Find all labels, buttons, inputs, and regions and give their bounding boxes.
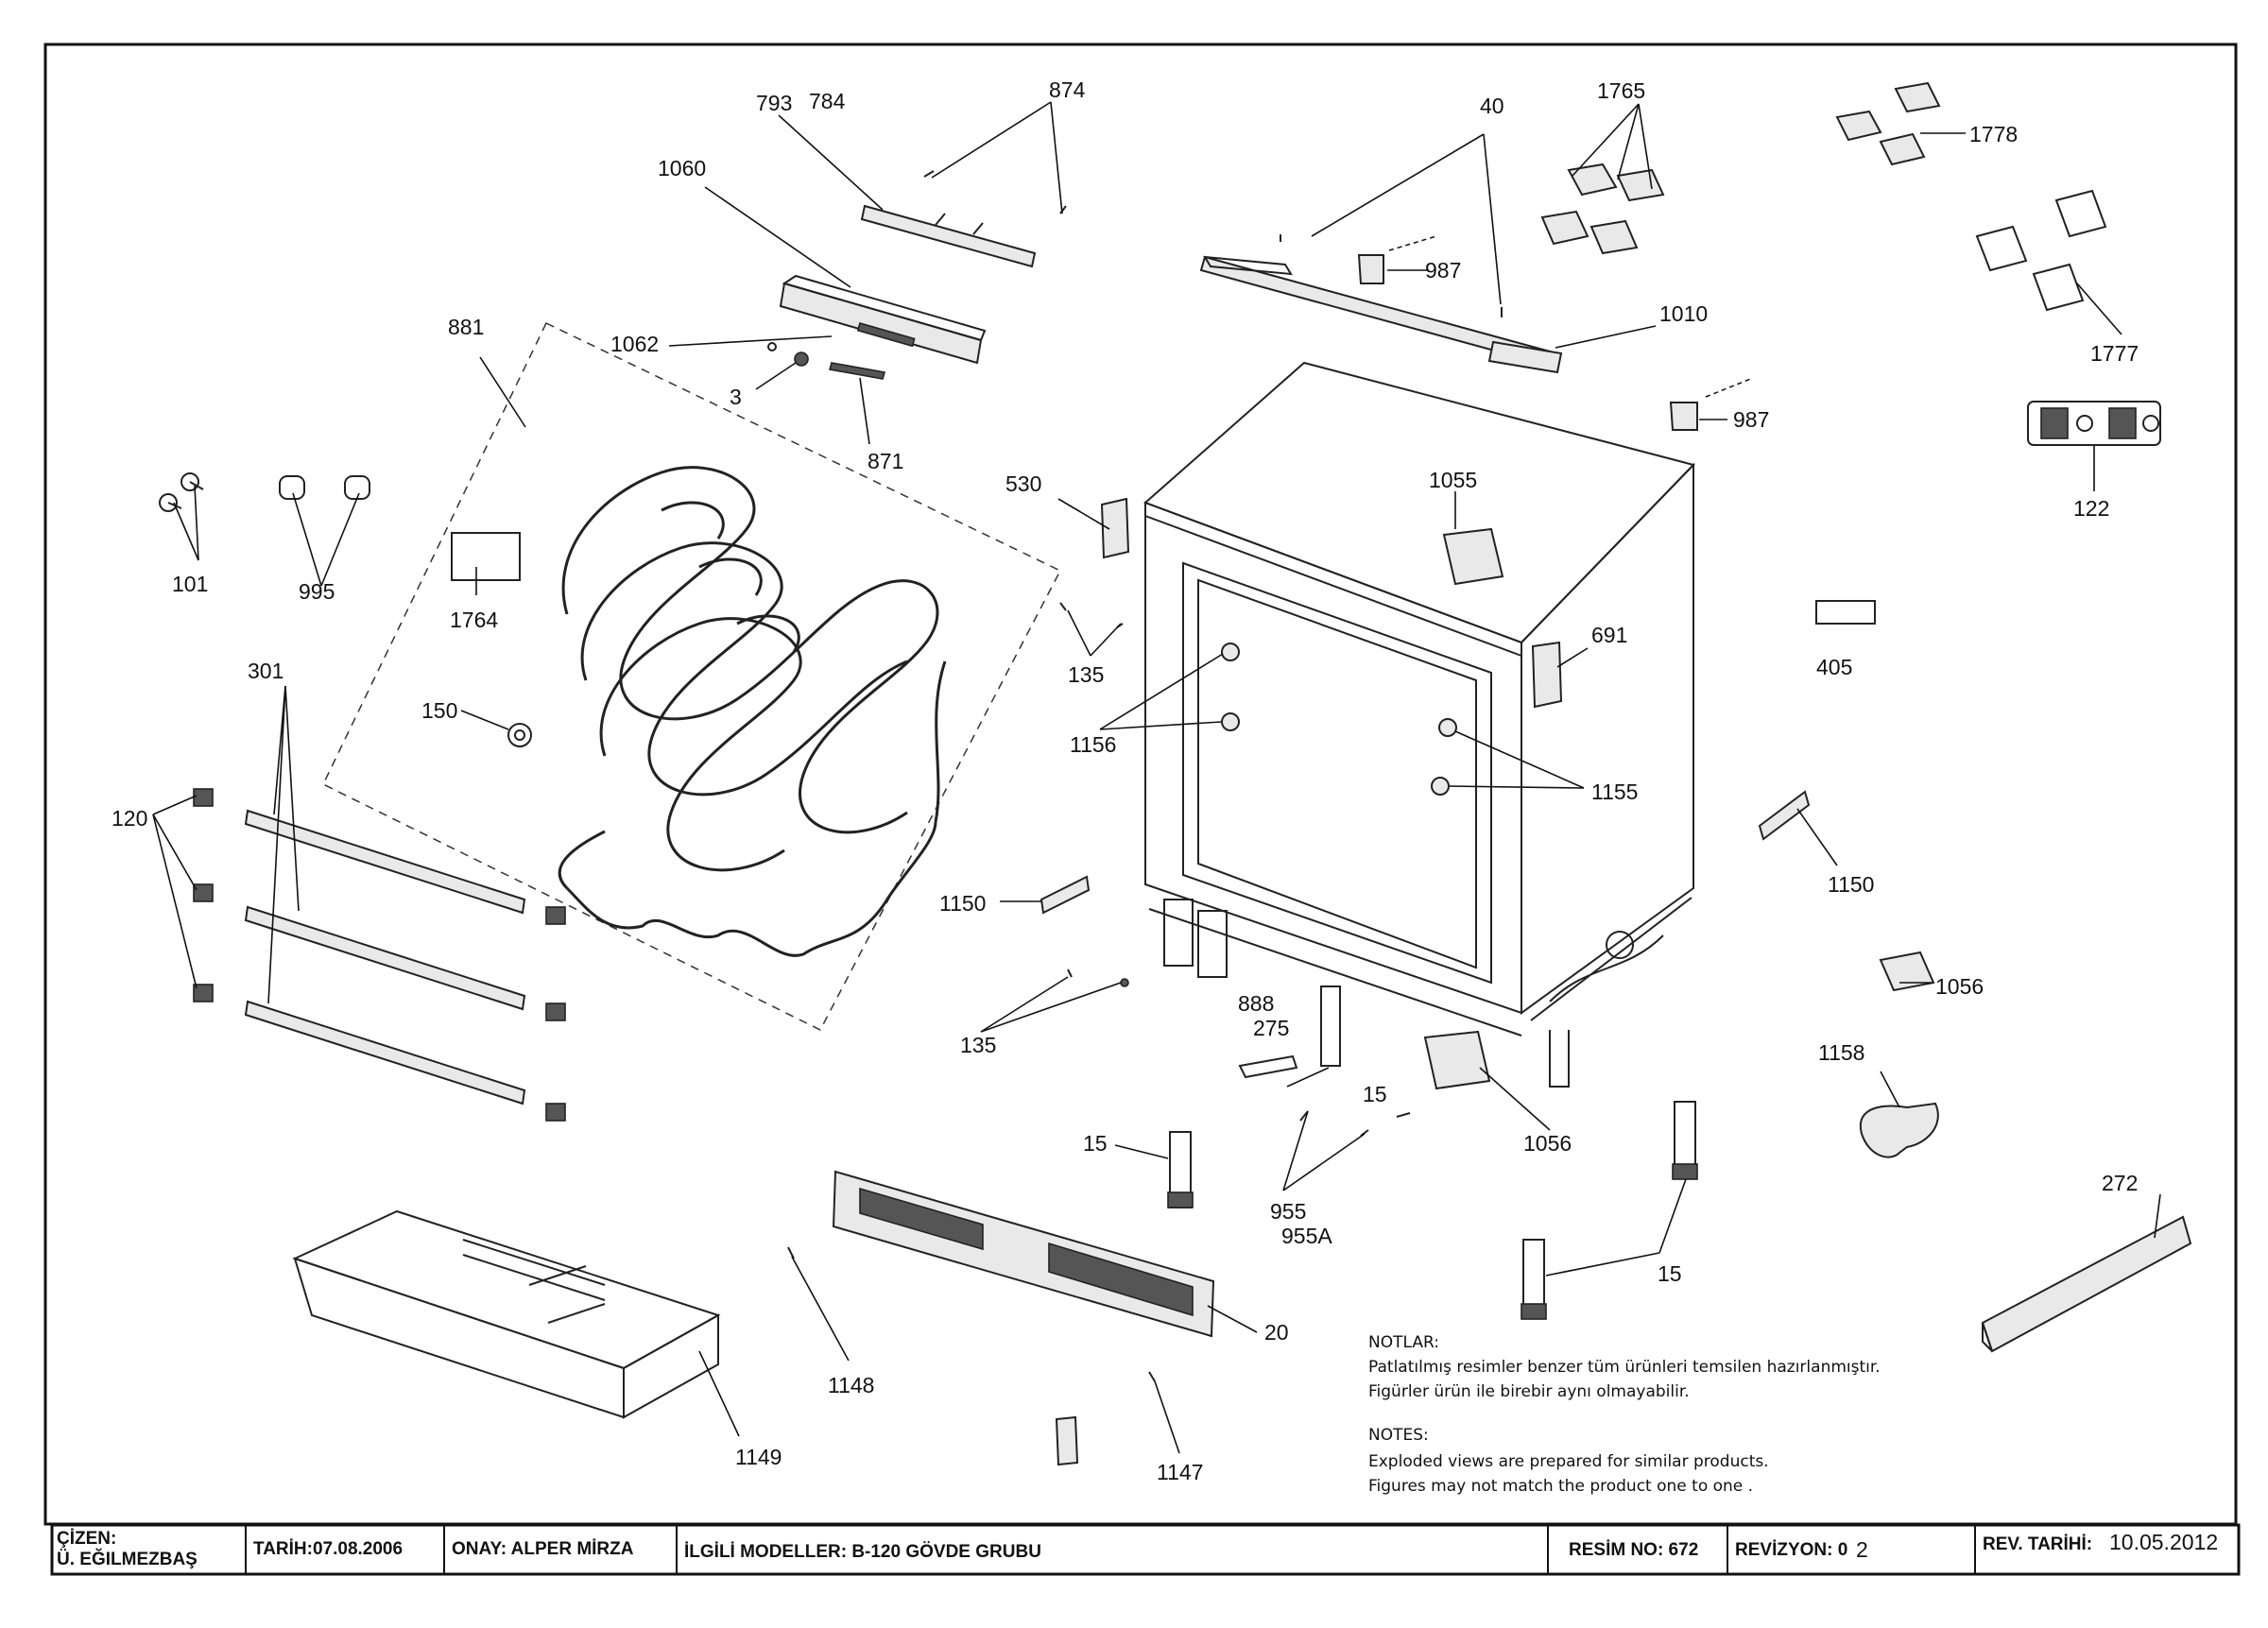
callout-1147: 1147: [1157, 1460, 1203, 1484]
callout-15-left: 15: [1083, 1131, 1108, 1156]
notes-tr-line2: Figürler ürün ile birebir aynı olmayabil…: [1368, 1382, 1690, 1401]
callout-1765: 1765: [1597, 78, 1645, 103]
title-drawn-name: Ü. EĞILMEZBAŞ: [57, 1549, 198, 1569]
callout-405: 405: [1816, 655, 1852, 679]
title-block: ÇİZEN: Ü. EĞILMEZBAŞ TARİH:07.08.2006 ON…: [50, 1523, 2241, 1576]
callout-1062: 1062: [610, 332, 659, 356]
notes-en-line1: Exploded views are prepared for similar …: [1368, 1452, 1769, 1471]
callout-20: 20: [1264, 1320, 1289, 1345]
notes-en-line2: Figures may not match the product one to…: [1368, 1477, 1753, 1496]
callout-1056-right: 1056: [1935, 974, 1984, 999]
title-rev-date-value: 10.05.2012: [2109, 1530, 2218, 1554]
callout-labels: 793 784 874 40 1765 1778 1060 987 1010 9…: [112, 77, 2139, 1484]
callout-691: 691: [1591, 623, 1627, 647]
callout-1056-bottom: 1056: [1523, 1131, 1572, 1156]
callout-1150-right: 1150: [1828, 872, 1874, 897]
callout-1158: 1158: [1818, 1040, 1864, 1065]
callout-101: 101: [172, 572, 208, 596]
callout-871: 871: [868, 449, 903, 473]
title-revision-label: REVİZYON: 0: [1735, 1540, 1847, 1560]
notes-tr-title: NOTLAR:: [1368, 1333, 1439, 1352]
callout-874: 874: [1049, 77, 1086, 102]
callout-135-upper: 135: [1068, 662, 1104, 687]
callout-150: 150: [421, 698, 457, 723]
callout-955: 955: [1270, 1199, 1306, 1224]
callout-272: 272: [2102, 1171, 2138, 1195]
callout-122: 122: [2073, 496, 2109, 521]
parts-artwork: [159, 81, 2192, 1466]
callout-987-right: 987: [1733, 407, 1769, 432]
callout-275: 275: [1253, 1016, 1289, 1040]
callout-1010: 1010: [1659, 301, 1708, 326]
callout-15-right: 15: [1658, 1261, 1682, 1286]
callout-1156: 1156: [1070, 732, 1116, 757]
title-rev-date-label: REV. TARİHİ:: [1983, 1534, 2092, 1554]
callout-40: 40: [1480, 94, 1504, 118]
title-date: TARİH:07.08.2006: [253, 1539, 403, 1559]
notes-tr-line1: Patlatılmış resimler benzer tüm ürünleri…: [1368, 1358, 1881, 1377]
callout-1150-left: 1150: [939, 891, 986, 916]
callout-793: 793: [756, 91, 792, 115]
leader-lines: [152, 101, 2161, 1454]
callout-1148: 1148: [828, 1373, 874, 1397]
callout-15-center: 15: [1363, 1082, 1387, 1106]
callout-301: 301: [248, 659, 284, 683]
callout-1155: 1155: [1591, 780, 1638, 804]
callout-120: 120: [112, 806, 147, 831]
notes-block: NOTLAR: Patlatılmış resimler benzer tüm …: [1368, 1333, 1881, 1496]
callout-784: 784: [809, 89, 846, 113]
callout-995: 995: [299, 579, 335, 604]
callout-987-top: 987: [1425, 258, 1461, 283]
title-revision-value: 2: [1856, 1537, 1868, 1562]
callout-135-lower: 135: [960, 1033, 996, 1057]
title-drawing-no: RESİM NO: 672: [1569, 1540, 1698, 1560]
callout-530: 530: [1005, 471, 1041, 496]
callout-955a: 955A: [1281, 1224, 1332, 1248]
callout-3: 3: [730, 385, 742, 409]
callout-1778: 1778: [1969, 122, 2018, 146]
notes-en-title: NOTES:: [1368, 1426, 1429, 1445]
callout-881: 881: [448, 315, 484, 339]
callout-1060: 1060: [658, 156, 706, 180]
callout-1149: 1149: [735, 1445, 782, 1469]
callout-1055: 1055: [1429, 468, 1477, 492]
callout-888: 888: [1238, 991, 1274, 1016]
callout-1777: 1777: [2090, 341, 2139, 366]
callout-1764: 1764: [450, 608, 498, 632]
title-drawn-label: ÇİZEN:: [57, 1529, 116, 1549]
title-approval: ONAY: ALPER MİRZA: [452, 1539, 634, 1559]
title-models: İLGİLİ MODELLER: B-120 GÖVDE GRUBU: [684, 1542, 1041, 1562]
